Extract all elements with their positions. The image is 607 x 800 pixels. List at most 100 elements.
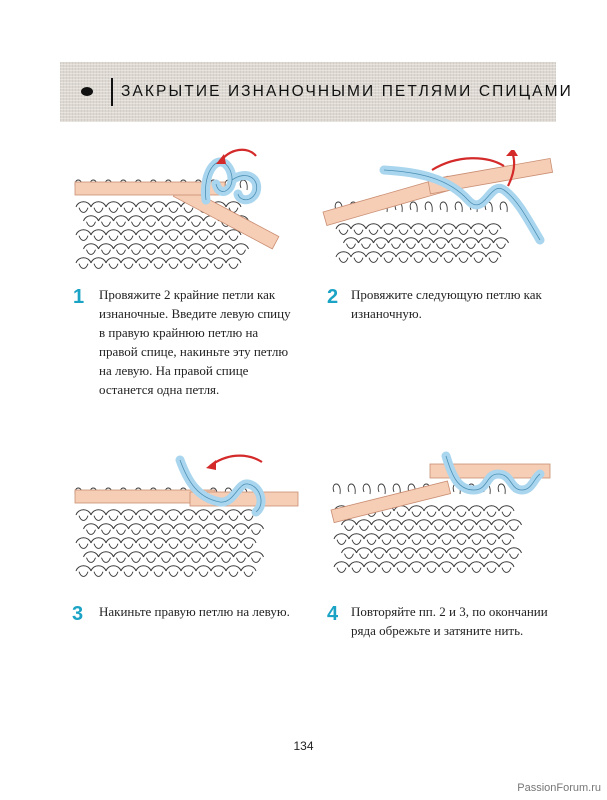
yarn-outline [383,169,541,241]
stitch [75,257,92,269]
stitch [485,251,502,263]
stitch [165,537,182,549]
stitch [98,551,114,563]
stitch [135,565,152,577]
stitch [98,215,114,227]
stitch [423,533,440,545]
stitch [143,215,159,227]
stitch [431,547,447,559]
stitch [128,243,144,255]
stitch [476,519,492,531]
needle-loop [409,201,418,213]
stitch [483,533,500,545]
stitch [333,533,350,545]
stitch [188,243,204,255]
bullet-icon [81,87,93,96]
arrowhead-icon [216,154,226,164]
stitch [350,223,367,235]
stitch [90,537,107,549]
stitch [395,223,412,235]
stitch [425,251,442,263]
stitch [240,565,257,577]
left-needle [330,480,452,524]
stitch [135,257,152,269]
stitch [365,251,382,263]
stitch [105,201,122,213]
stitch [453,505,470,517]
stitch [105,537,122,549]
needle-loop [497,483,506,495]
stitch [225,509,242,521]
stitch [440,223,457,235]
stitch [498,533,515,545]
stitch [203,551,219,563]
needle-loop [347,483,356,495]
needle-loop [454,201,463,213]
stitch [506,519,522,531]
stitch [356,519,372,531]
stitch [380,251,397,263]
stitch [461,547,477,559]
stitch [461,519,477,531]
stitch [135,229,152,241]
stitch [363,533,380,545]
stitch [150,565,167,577]
needle-loop [439,201,448,213]
stitch [173,551,189,563]
stitch [440,251,457,263]
stitch [218,243,234,255]
stitch [395,251,412,263]
stitch [491,547,507,559]
stitch [120,509,137,521]
stitch [210,257,227,269]
stitch [393,533,410,545]
stitch [401,519,417,531]
stitch [448,237,464,249]
stitch [195,537,212,549]
stitch [90,229,107,241]
stitch [363,561,380,573]
stitch [173,243,189,255]
stitch [248,523,264,535]
illustration-step-3 [74,454,299,577]
stitch [408,561,425,573]
stitch [120,201,137,213]
stitch [240,537,257,549]
needle-loop [424,201,433,213]
stitch [350,251,367,263]
needle-loop [332,483,341,495]
section-title: ЗАКРЫТИЕ ИЗНАНОЧНЫМИ ПЕТЛЯМИ СПИЦАМИ [121,83,573,100]
stitch [498,561,515,573]
stitch [210,537,227,549]
stitch [335,223,352,235]
stitch [120,229,137,241]
stitch [493,237,509,249]
stitch [408,505,425,517]
knitted-fabric [334,201,509,263]
stitch [373,237,389,249]
stitch [90,565,107,577]
stitch [143,551,159,563]
stitch [453,533,470,545]
stitch [378,533,395,545]
stitch [348,533,365,545]
stitch [83,243,99,255]
stitch [341,519,357,531]
stitch [150,509,167,521]
stitch [455,251,472,263]
stitch [195,565,212,577]
stitch [135,509,152,521]
stitch [433,237,449,249]
stitch [476,547,492,559]
stitch [341,547,357,559]
stitch [75,229,92,241]
arrowhead-icon [206,460,216,470]
stitch [348,561,365,573]
stitch [83,215,99,227]
stitch [233,243,249,255]
needle-loop [392,483,401,495]
stitch [83,551,99,563]
stitch [83,523,99,535]
stitch [173,523,189,535]
header-divider [111,78,113,106]
